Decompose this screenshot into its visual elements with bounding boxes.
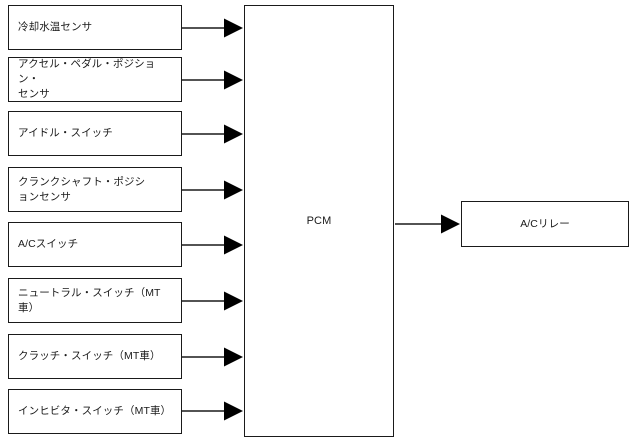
input-node-label: 冷却水温センサ	[18, 21, 93, 33]
input-node-label: クランクシャフト・ポジシ ョンセンサ	[18, 175, 146, 203]
input-node-label: アクセル・ペダル・ポジション・ センサ	[18, 58, 156, 100]
pcm-label: PCM	[306, 214, 332, 227]
input-node-label: アイドル・スイッチ	[18, 127, 113, 139]
ac-relay-block[interactable]: A/Cリレー	[461, 201, 629, 247]
arrow-to-pcm-2	[182, 70, 243, 90]
arrow-to-pcm-5	[182, 235, 243, 255]
input-node-label: ニュートラル・スイッチ（MT車）	[18, 286, 161, 314]
arrow-to-pcm-6	[182, 291, 243, 311]
input-node[interactable]: アイドル・スイッチ	[8, 111, 182, 156]
ac-relay-label: A/Cリレー	[520, 217, 570, 230]
input-node[interactable]: ニュートラル・スイッチ（MT車）	[8, 278, 182, 323]
arrow-to-pcm-4	[182, 180, 243, 200]
input-node-label: クラッチ・スイッチ（MT車）	[18, 350, 161, 362]
arrow-to-pcm-3	[182, 124, 243, 144]
arrow-to-pcm-8	[182, 401, 243, 421]
input-node[interactable]: クラッチ・スイッチ（MT車）	[8, 334, 182, 379]
arrow-to-pcm-7	[182, 347, 243, 367]
input-node[interactable]: アクセル・ペダル・ポジション・ センサ	[8, 57, 182, 102]
input-node-label: A/Cスイッチ	[18, 238, 79, 250]
input-node[interactable]: クランクシャフト・ポジシ ョンセンサ	[8, 167, 182, 212]
arrow-pcm-to-relay	[395, 214, 460, 234]
arrow-to-pcm-1	[182, 18, 243, 38]
pcm-block[interactable]: PCM	[244, 5, 394, 437]
input-node[interactable]: 冷却水温センサ	[8, 5, 182, 50]
input-node[interactable]: インヒビタ・スイッチ（MT車）	[8, 389, 182, 434]
input-node-label: インヒビタ・スイッチ（MT車）	[18, 405, 172, 417]
input-node[interactable]: A/Cスイッチ	[8, 222, 182, 267]
